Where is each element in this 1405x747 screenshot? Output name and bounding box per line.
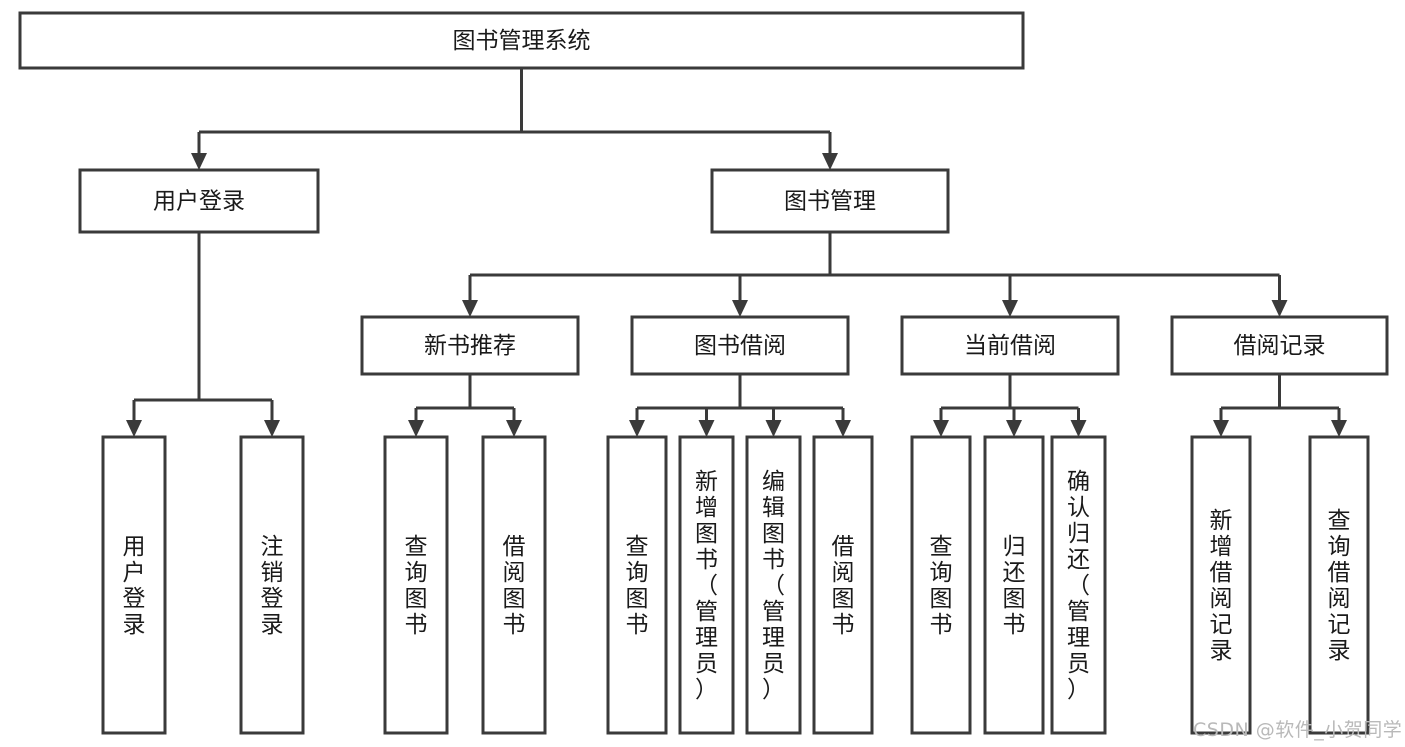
node-leaf-logout[interactable]: 注销登录 [239, 435, 305, 735]
arrow-head-user-login [191, 153, 207, 170]
arrow-head-leaf-logout [264, 420, 280, 437]
node-box-current-borrow [900, 315, 1120, 376]
node-label-book-manage: 图书管理 [784, 189, 876, 215]
node-label-root: 图书管理系统 [453, 28, 591, 54]
node-label-leaf-add-borrow-record: 新增借阅记录 [1210, 508, 1233, 664]
arrow-head-leaf-user-login [126, 420, 142, 437]
node-label-book-borrow: 图书借阅 [694, 333, 786, 359]
node-box-leaf-user-login [101, 435, 167, 735]
node-label-leaf-query-books-borrow: 查询图书 [626, 534, 649, 638]
connectors-layer [126, 68, 1347, 437]
node-label-current-borrow: 当前借阅 [964, 333, 1056, 359]
node-label-leaf-query-books-current: 查询图书 [930, 534, 953, 638]
node-label-leaf-edit-book-admin: 编辑图书（管理员） [762, 469, 785, 703]
node-leaf-query-books-borrow[interactable]: 查询图书 [606, 435, 668, 735]
node-box-book-manage [710, 168, 950, 234]
node-label-borrow-record: 借阅记录 [1234, 333, 1326, 359]
arrow-head-leaf-add-borrow-record [1213, 420, 1229, 437]
node-root[interactable]: 图书管理系统 [18, 11, 1025, 70]
node-box-root [18, 11, 1025, 70]
node-box-leaf-query-books-current [910, 435, 972, 735]
node-user-login[interactable]: 用户登录 [78, 168, 320, 234]
arrow-head-leaf-query-books-current [933, 420, 949, 437]
node-leaf-query-borrow-record[interactable]: 查询借阅记录 [1308, 435, 1370, 735]
arrow-head-leaf-confirm-return-admin [1070, 420, 1087, 437]
node-box-leaf-borrow-books-rec [481, 435, 547, 735]
node-book-borrow[interactable]: 图书借阅 [630, 315, 850, 376]
node-box-book-borrow [630, 315, 850, 376]
arrow-head-leaf-add-book-admin [698, 420, 715, 437]
node-leaf-add-borrow-record[interactable]: 新增借阅记录 [1190, 435, 1252, 735]
node-box-leaf-query-borrow-record [1308, 435, 1370, 735]
node-label-leaf-return-books: 归还图书 [1003, 534, 1026, 638]
node-label-leaf-logout: 注销登录 [261, 534, 284, 638]
node-leaf-add-book-admin[interactable]: 新增图书（管理员） [678, 435, 735, 735]
node-label-leaf-confirm-return-admin: 确认归还（管理员） [1067, 469, 1090, 703]
node-box-leaf-query-books-borrow [606, 435, 668, 735]
node-current-borrow[interactable]: 当前借阅 [900, 315, 1120, 376]
node-box-borrow-record [1170, 315, 1389, 376]
arrow-head-leaf-query-books-rec [408, 420, 424, 437]
node-box-leaf-add-book-admin [678, 435, 735, 735]
node-box-leaf-query-books-rec [383, 435, 449, 735]
node-leaf-borrow-books-rec[interactable]: 借阅图书 [481, 435, 547, 735]
node-borrow-record[interactable]: 借阅记录 [1170, 315, 1389, 376]
node-label-new-book-rec: 新书推荐 [424, 333, 516, 359]
arrow-head-book-borrow [732, 300, 748, 317]
arrow-head-leaf-query-borrow-record [1331, 420, 1347, 437]
node-label-leaf-query-books-rec: 查询图书 [405, 534, 428, 638]
arrow-head-leaf-return-books [1006, 420, 1022, 437]
node-box-leaf-add-borrow-record [1190, 435, 1252, 735]
node-book-manage[interactable]: 图书管理 [710, 168, 950, 234]
arrow-head-leaf-edit-book-admin [765, 420, 782, 437]
arrow-head-borrow-record [1271, 300, 1288, 317]
node-box-new-book-rec [360, 315, 580, 376]
arrow-head-leaf-borrow-books-rec [506, 420, 522, 437]
node-leaf-edit-book-admin[interactable]: 编辑图书（管理员） [745, 435, 802, 735]
arrow-head-book-manage [822, 153, 838, 170]
arrow-head-leaf-query-books-borrow [629, 420, 645, 437]
node-new-book-rec[interactable]: 新书推荐 [360, 315, 580, 376]
node-label-leaf-user-login: 用户登录 [123, 534, 146, 638]
node-leaf-return-books[interactable]: 归还图书 [983, 435, 1045, 735]
node-label-leaf-borrow-books-rec: 借阅图书 [503, 534, 526, 638]
node-label-leaf-add-book-admin: 新增图书（管理员） [695, 469, 718, 703]
arrow-head-current-borrow [1002, 300, 1018, 317]
node-leaf-query-books-rec[interactable]: 查询图书 [383, 435, 449, 735]
node-leaf-confirm-return-admin[interactable]: 确认归还（管理员） [1050, 435, 1107, 735]
node-box-leaf-borrow-books [812, 435, 874, 735]
node-box-leaf-confirm-return-admin [1050, 435, 1107, 735]
node-box-leaf-edit-book-admin [745, 435, 802, 735]
arrow-head-new-book-rec [462, 300, 478, 317]
node-box-leaf-return-books [983, 435, 1045, 735]
node-label-leaf-query-borrow-record: 查询借阅记录 [1328, 508, 1351, 664]
node-leaf-borrow-books[interactable]: 借阅图书 [812, 435, 874, 735]
node-leaf-user-login[interactable]: 用户登录 [101, 435, 167, 735]
node-leaf-query-books-current[interactable]: 查询图书 [910, 435, 972, 735]
node-label-user-login: 用户登录 [153, 189, 245, 215]
node-box-leaf-logout [239, 435, 305, 735]
nodes-layer: 图书管理系统用户登录图书管理新书推荐图书借阅当前借阅借阅记录用户登录注销登录查询… [18, 11, 1389, 735]
arrow-head-leaf-borrow-books [835, 420, 851, 437]
node-label-leaf-borrow-books: 借阅图书 [832, 534, 855, 638]
node-box-user-login [78, 168, 320, 234]
